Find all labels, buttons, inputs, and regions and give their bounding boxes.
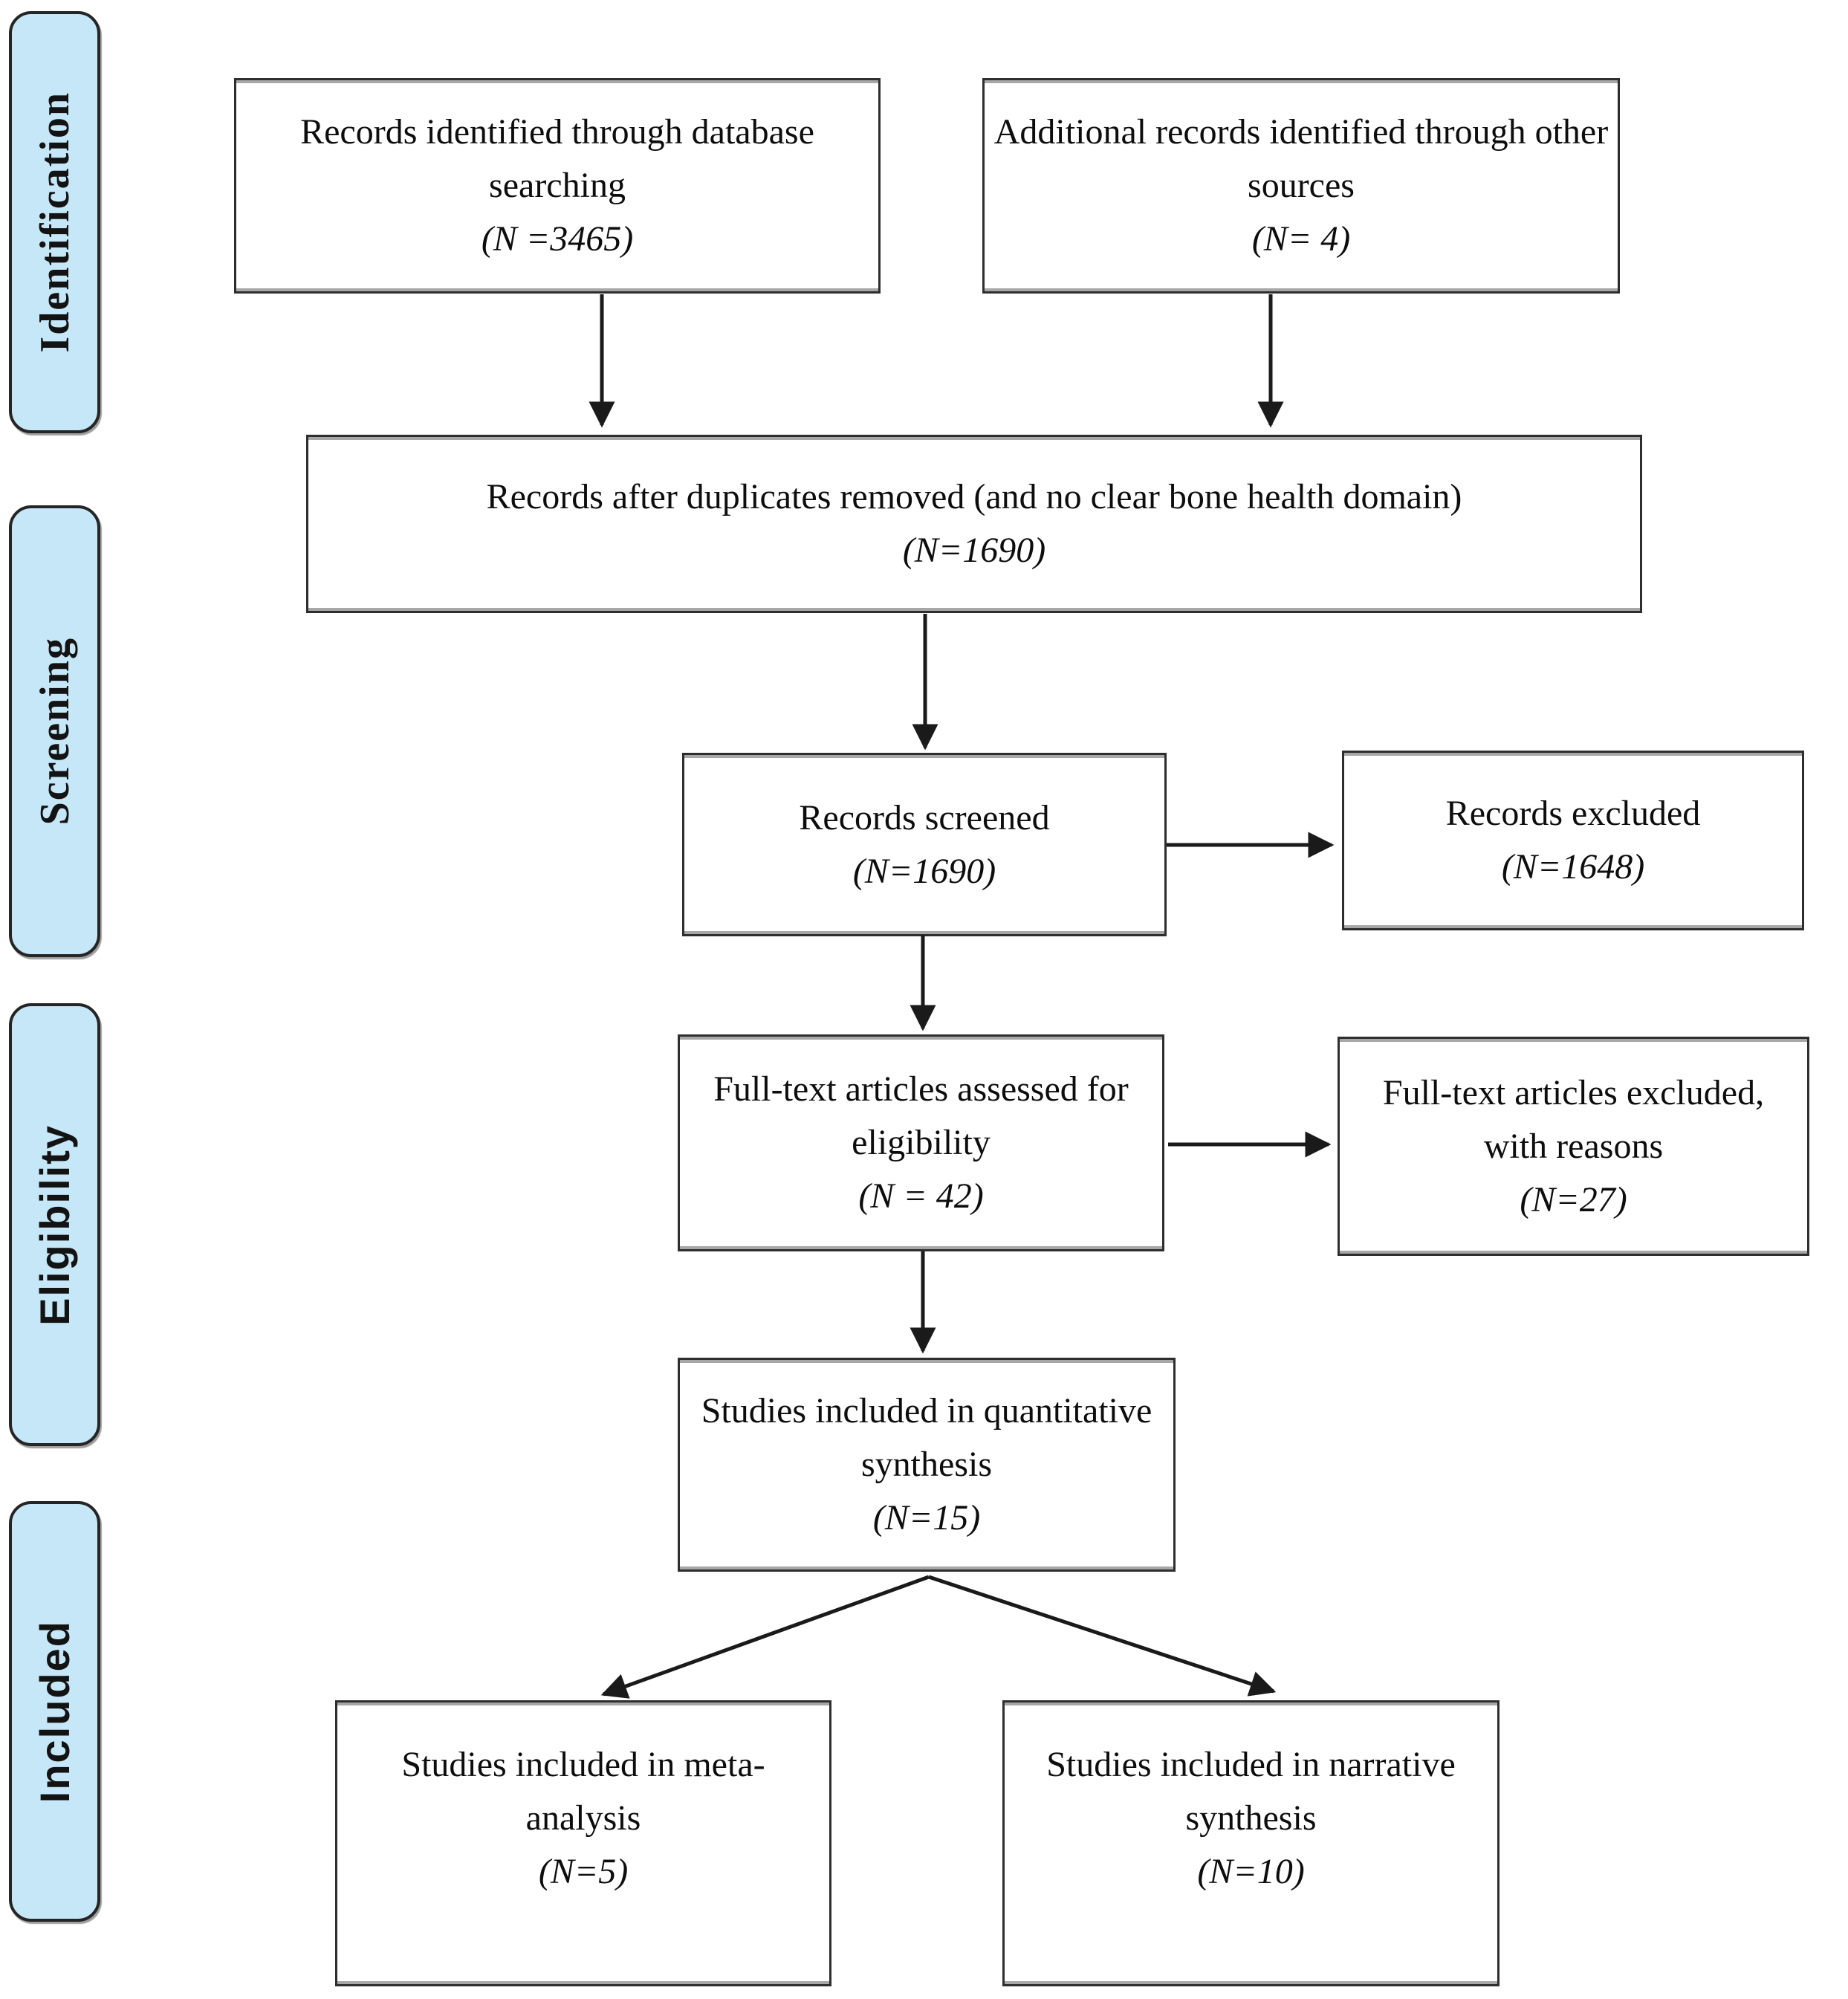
box-duplicates-removed: Records after duplicates removed (and no… <box>306 435 1642 613</box>
box-records-other-sources: Additional records identified through ot… <box>982 78 1620 294</box>
box-narrative-synthesis-text: Studies included in narrative synthesis <box>1046 1745 1456 1838</box>
box-fulltext-assessed-count: (N = 42) <box>858 1176 984 1216</box>
stage-identification-label: Identification <box>31 91 78 353</box>
box-fulltext-excluded-count: (N=27) <box>1520 1179 1627 1219</box>
box-records-database-text: Records identified through database sear… <box>300 112 814 205</box>
stage-identification: Identification <box>9 11 100 433</box>
box-narrative-synthesis-count: (N=10) <box>1197 1852 1305 1891</box>
box-records-database: Records identified through database sear… <box>234 78 881 294</box>
box-records-screened: Records screened (N=1690) <box>682 753 1167 936</box>
box-records-other-sources-count: (N= 4) <box>1251 219 1351 259</box>
box-records-screened-text: Records screened <box>799 797 1050 837</box>
box-meta-analysis-count: (N=5) <box>538 1852 629 1891</box>
stage-eligibility-label: Eligibility <box>31 1124 78 1326</box>
stage-included-label: Included <box>31 1619 78 1804</box>
box-meta-analysis: Studies included in meta-analysis (N=5) <box>335 1700 831 1986</box>
box-fulltext-assessed-text: Full-text articles assessed for eligibil… <box>713 1069 1129 1162</box>
stage-included: Included <box>9 1501 100 1922</box>
box-quantitative-synthesis-count: (N=15) <box>872 1498 981 1538</box>
box-fulltext-excluded: Full-text articles excluded, with reason… <box>1338 1037 1809 1256</box>
box-duplicates-removed-count: (N=1690) <box>902 531 1046 570</box>
arrow-quantitative-to-narrative <box>928 1575 1277 1697</box>
box-fulltext-excluded-text: Full-text articles excluded, with reason… <box>1382 1072 1765 1166</box>
box-meta-analysis-text: Studies included in meta-analysis <box>401 1745 765 1838</box>
stage-screening-label: Screening <box>31 637 78 826</box>
box-quantitative-synthesis-text: Studies included in quantitative synthes… <box>701 1391 1152 1484</box>
box-quantitative-synthesis: Studies included in quantitative synthes… <box>678 1358 1176 1572</box>
box-fulltext-assessed: Full-text articles assessed for eligibil… <box>678 1034 1164 1251</box>
box-narrative-synthesis: Studies included in narrative synthesis … <box>1002 1700 1500 1986</box>
stage-eligibility: Eligibility <box>9 1003 100 1446</box>
box-records-excluded-count: (N=1648) <box>1501 847 1645 887</box>
box-records-excluded: Records excluded (N=1648) <box>1342 751 1804 930</box>
box-records-excluded-text: Records excluded <box>1445 794 1701 833</box>
box-records-screened-count: (N=1690) <box>852 851 996 891</box>
box-records-database-count: (N =3465) <box>481 219 634 259</box>
box-records-other-sources-text: Additional records identified through ot… <box>993 112 1609 205</box>
stage-screening: Screening <box>9 505 100 957</box>
arrow-quantitative-to-meta <box>600 1575 930 1699</box>
box-duplicates-removed-text: Records after duplicates removed (and no… <box>486 477 1462 516</box>
